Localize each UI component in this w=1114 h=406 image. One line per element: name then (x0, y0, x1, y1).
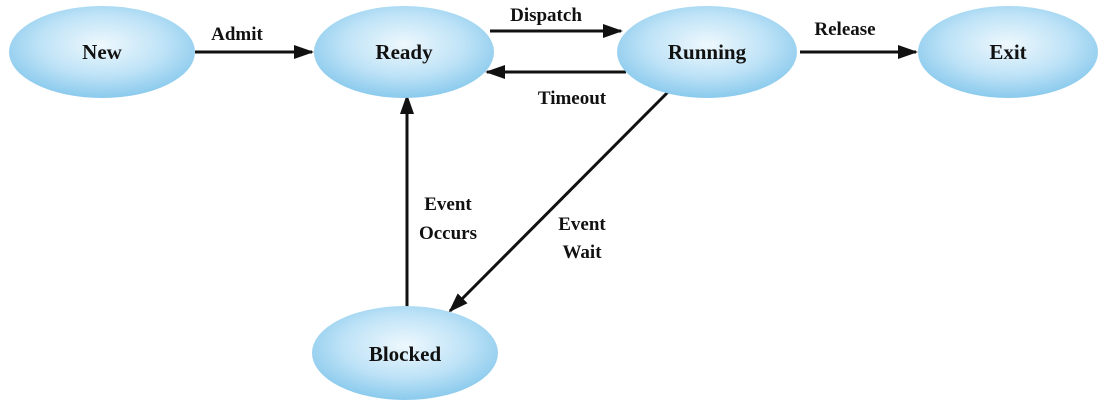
node-exit-label: Exit (989, 40, 1026, 64)
edge-event-occurs-label-line1: Event (424, 194, 472, 215)
node-blocked: Blocked (312, 306, 498, 400)
node-new: New (9, 6, 195, 98)
node-exit-shape (918, 6, 1098, 98)
node-blocked-label: Blocked (369, 342, 442, 366)
edge-release-label: Release (814, 19, 875, 40)
edge-event-wait-arrow (448, 90, 670, 313)
node-blocked-shape (312, 306, 498, 400)
node-running: Running (617, 6, 797, 98)
edge-event-wait-label-line2: Wait (562, 242, 602, 263)
node-new-shape (9, 6, 195, 98)
node-ready: Ready (314, 6, 494, 98)
node-exit: Exit (918, 6, 1098, 98)
node-new-label: New (82, 40, 122, 64)
edge-timeout-label: Timeout (538, 88, 607, 109)
edges (195, 24, 918, 313)
node-running-label: Running (668, 40, 747, 64)
node-running-shape (617, 6, 797, 98)
edge-dispatch-label: Dispatch (510, 5, 582, 26)
node-ready-label: Ready (375, 40, 433, 64)
edge-event-wait-label-line1: Event (558, 214, 606, 235)
edge-admit-label: Admit (211, 24, 263, 45)
edge-event-occurs-label-line2: Occurs (419, 223, 477, 244)
node-ready-shape (314, 6, 494, 98)
